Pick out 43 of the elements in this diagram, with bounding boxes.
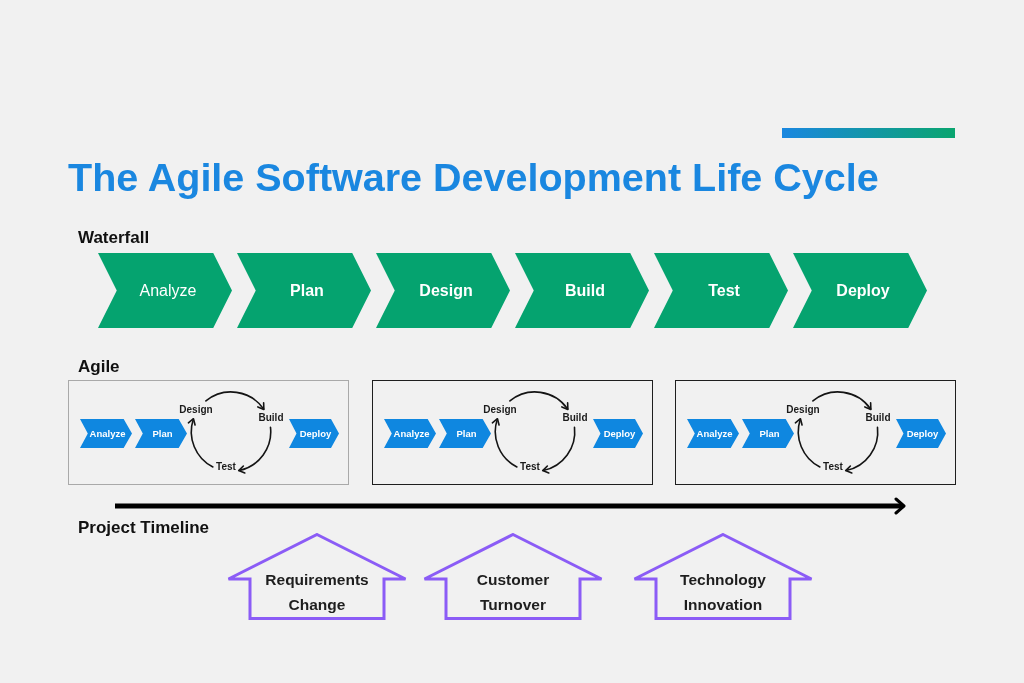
cycle-arrow <box>205 391 265 411</box>
chevron-step: Test <box>654 253 788 328</box>
chevron-step: Analyze <box>98 253 232 328</box>
section-label: Project Timeline <box>78 518 209 538</box>
cycle-step-label: Build <box>258 412 284 424</box>
cycle-step-label: Design <box>786 404 820 416</box>
cycle-step-label: Build <box>562 412 588 424</box>
cycle-arrow <box>491 417 518 468</box>
iteration-frame <box>68 380 349 485</box>
up-arrow-callout: Customer Turnover <box>423 533 603 620</box>
title: The Agile Software Development Life Cycle <box>68 154 879 200</box>
chevron-step: Deploy <box>896 419 946 448</box>
cycle-step-label: Test <box>823 461 843 473</box>
chevron-step: Design <box>376 253 510 328</box>
section-label: Agile <box>78 357 120 377</box>
cycle-arrow <box>812 391 872 411</box>
chevron-step: Plan <box>742 419 794 448</box>
chevron-step: Plan <box>237 253 371 328</box>
section-label: Waterfall <box>78 228 150 248</box>
chevron-step: Build <box>515 253 649 328</box>
up-arrow-callout: Requirements Change <box>227 533 407 620</box>
cycle-step-label: Test <box>216 461 236 473</box>
chevron-step: Deploy <box>793 253 927 328</box>
cycle-step-label: Design <box>179 404 213 416</box>
chevron-step: Deploy <box>289 419 339 448</box>
cycle-step-label: Build <box>865 412 891 424</box>
cycle-arrow <box>237 426 272 474</box>
chevron-step: Plan <box>135 419 187 448</box>
up-arrow-callout: Technology Innovation <box>633 533 813 620</box>
chevron-step: Analyze <box>384 419 436 448</box>
cycle-arrow <box>794 417 821 468</box>
chevron-step: Analyze <box>80 419 132 448</box>
chevron-step: Analyze <box>687 419 739 448</box>
cycle-arrow <box>844 426 879 474</box>
iteration-frame <box>675 380 956 485</box>
cycle-arrow <box>509 391 569 411</box>
cycle-arrow <box>187 417 214 468</box>
chevron-step: Plan <box>439 419 491 448</box>
iteration-frame <box>372 380 653 485</box>
cycle-arrow <box>541 426 576 474</box>
chevron-step: Deploy <box>593 419 643 448</box>
cycle-step-label: Test <box>520 461 540 473</box>
cycle-step-label: Design <box>483 404 517 416</box>
